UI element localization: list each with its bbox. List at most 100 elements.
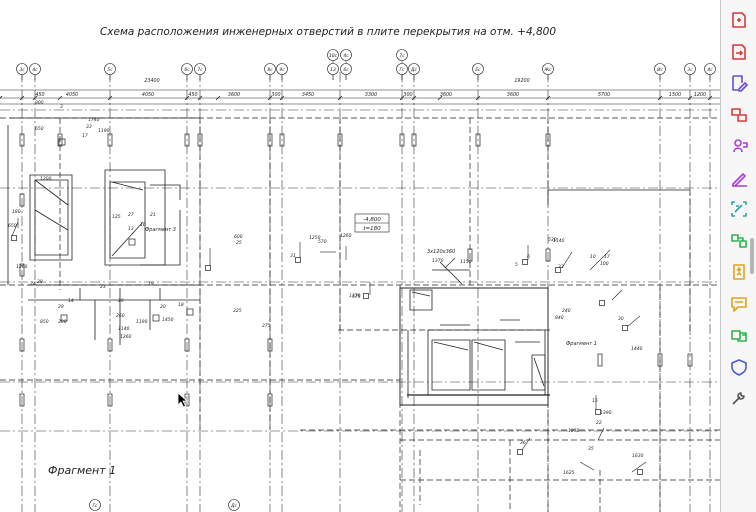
organize-pages-tool-button[interactable] (730, 106, 748, 124)
axis-bubble-label: 13 (330, 67, 336, 73)
dim-top-label: 1200 (694, 92, 706, 98)
dim-label: 125 (112, 214, 121, 220)
axis-bubble-label: 7с (197, 67, 203, 73)
callout-number: 6 (527, 254, 530, 260)
dim-label: 1190 (98, 128, 110, 134)
compress-tool-button[interactable] (730, 263, 748, 281)
callout-number: 19 (148, 281, 154, 287)
dim-label: 25 (236, 240, 242, 246)
dim-label: 1190 (136, 319, 148, 325)
edit-pdf-tool-button[interactable] (730, 74, 748, 92)
callout-number: 21 (150, 212, 156, 218)
export-pdf-tool-button[interactable] (730, 43, 748, 61)
dim-top-label: 4050 (142, 92, 154, 98)
walls-and-openings (0, 117, 720, 512)
callout-number: 24 (30, 281, 36, 287)
fragment3-label: Фрагмент 3 (145, 227, 176, 233)
callout-number: 27 (128, 212, 134, 218)
dim-label: 1260 (340, 233, 352, 239)
comment-tool-button[interactable] (730, 295, 748, 313)
dim-top-label: 300 (271, 92, 280, 98)
send-tool-button[interactable] (730, 326, 748, 344)
dim-top-label: 450 (188, 92, 197, 98)
axis-bubble-label: 3с (19, 67, 25, 73)
dim-label: 1260 (120, 334, 132, 340)
axis-bubble-label: 6с (184, 67, 190, 73)
dim-top-label: 3600 (440, 92, 452, 98)
dim-label: 260 (116, 313, 125, 319)
axis-bubble-label: Дс (230, 503, 238, 509)
dim-label: 1260 (16, 264, 28, 270)
axis-bubble-label: 6с (343, 67, 349, 73)
callout-number: 17 (604, 254, 610, 260)
combine-files-icon (731, 233, 747, 248)
dim-label: 600 (234, 234, 243, 240)
dim-label: 850 (40, 319, 49, 325)
add-pdf-tool-button[interactable] (730, 11, 748, 29)
axis-bubble-label: Ес (475, 67, 481, 73)
more-tools-tool-button[interactable] (730, 389, 748, 407)
callout-number: 10 (590, 254, 596, 260)
axis-bubble-label: Гс (93, 503, 99, 509)
comment-user-tool-button[interactable] (730, 137, 748, 155)
dim-label: 1140 (118, 326, 130, 332)
tools-panel-scrollbar[interactable] (750, 238, 754, 274)
dim-label: 1140 (553, 238, 565, 244)
dim-label: 650 (35, 126, 44, 132)
callout-number: 23 (100, 284, 106, 290)
dim-top-label: 3300 (365, 92, 377, 98)
dim-label: 1250 (309, 235, 321, 241)
more-tools-icon (732, 392, 745, 405)
dim-top-label: 3600 (507, 92, 519, 98)
protect-tool-button[interactable] (730, 358, 748, 376)
mouse-cursor-icon (177, 392, 189, 408)
callout-number: 33 (86, 124, 92, 130)
callout-number: 32 (558, 264, 564, 270)
axis-bubble-label: 8с (267, 67, 273, 73)
comment-icon (731, 296, 747, 312)
callout-number: 3 (60, 104, 63, 110)
scan-tool-button[interactable] (730, 200, 748, 218)
export-pdf-icon (732, 43, 746, 60)
compress-icon (733, 264, 745, 280)
dim-label: 1740 (88, 117, 100, 123)
dim-label: 1450 (162, 317, 174, 323)
dim-label: 240 (562, 308, 571, 314)
callout-number: 20 (160, 304, 166, 310)
dim-label: 1630 (632, 453, 644, 459)
panel-separator (720, 0, 721, 512)
dim-top-label: 1500 (669, 92, 681, 98)
comment-user-icon (733, 139, 748, 153)
dim-label: 575 (352, 294, 361, 300)
dim-top-label: 5700 (598, 92, 610, 98)
callout-number: 13 (128, 226, 134, 232)
edit-pdf-icon (732, 75, 748, 92)
dim-top-label: 3450 (302, 92, 314, 98)
dim-label: 650 (8, 223, 17, 229)
axis-bubble (89, 499, 101, 511)
axis-bubble-label: 9с (279, 67, 285, 73)
fragment-label: Фрагмент 1 (48, 464, 116, 477)
dim-total-label: 23400 (144, 78, 159, 84)
combine-files-tool-button[interactable] (730, 232, 748, 250)
axis-bubble-label: Гс (400, 67, 406, 73)
dim-label: 1390 (600, 410, 612, 416)
axis-bubble-label: Ис (657, 67, 663, 73)
dim-label: 800 (35, 100, 44, 106)
axis-bubble-label: 5с (107, 67, 113, 73)
drawing-title: Схема расположения инженерных отверстий … (100, 26, 556, 38)
drawing-canvas[interactable]: Схема расположения инженерных отверстий … (0, 0, 720, 512)
callout-number: 28 (37, 279, 43, 285)
elev-note-bottom: t=180 (363, 226, 381, 232)
elevation-note: -4,800 t=180 (354, 213, 390, 233)
fill-sign-tool-button[interactable] (730, 169, 748, 187)
floor-plan-drawing: Схема расположения инженерных отверстий … (0, 26, 720, 512)
callout-number: 18 (178, 302, 184, 308)
dim-label: 275 (262, 323, 271, 329)
axis-bubble-label: 10с (329, 53, 338, 59)
dim-label: 1200 (40, 176, 52, 182)
callout-number: 14 (68, 298, 74, 304)
axis-bubble-label: 3с (687, 67, 693, 73)
dim-label: 530 (548, 237, 557, 243)
callout-number: 29 (58, 304, 64, 310)
